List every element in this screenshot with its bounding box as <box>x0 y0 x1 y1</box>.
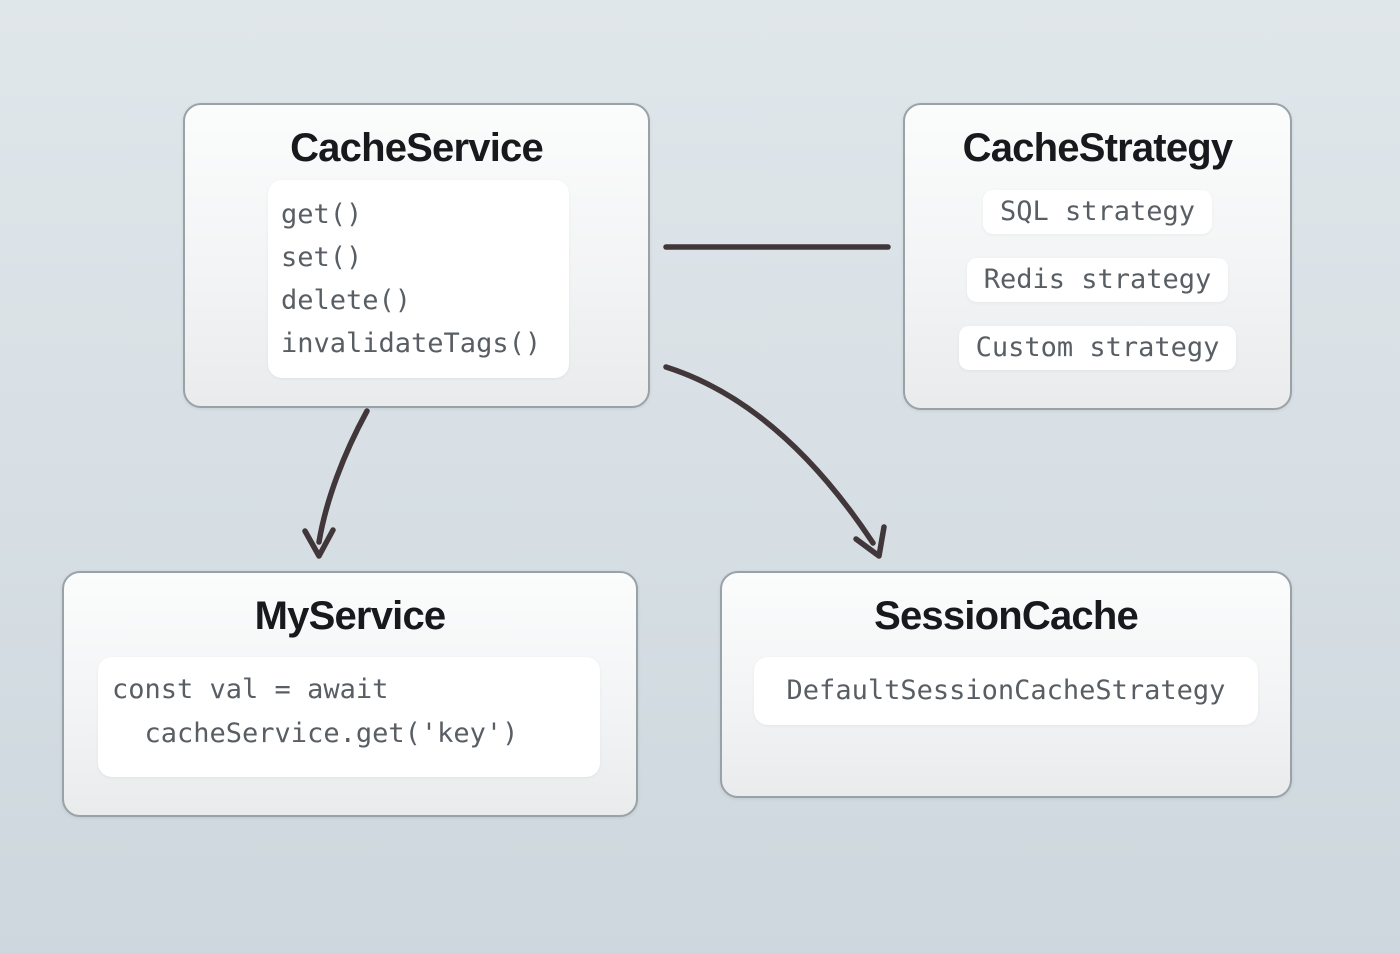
code-line-2: cacheService.get('key') <box>112 718 519 749</box>
pill-redis-strategy: Redis strategy <box>966 258 1229 302</box>
method-set: set() <box>281 242 363 273</box>
method-delete: delete() <box>281 285 412 316</box>
method-invalidate-tags: invalidateTags() <box>281 328 542 359</box>
node-session-cache: SessionCache DefaultSessionCacheStrategy <box>720 571 1292 798</box>
arrowhead-myservice-icon <box>302 527 336 559</box>
node-my-service: MyService const val = await cacheService… <box>62 571 638 817</box>
default-session-cache-strategy-label: DefaultSessionCacheStrategy <box>786 675 1226 706</box>
my-service-title: MyService <box>254 594 447 638</box>
method-get: get() <box>281 199 363 230</box>
pill-sql-strategy: SQL strategy <box>982 190 1213 234</box>
cache-strategy-title: CacheStrategy <box>962 126 1234 170</box>
cache-service-title: CacheService <box>290 126 544 170</box>
code-line-1: const val = await <box>112 674 389 705</box>
session-cache-strategy-panel: DefaultSessionCacheStrategy <box>754 657 1258 725</box>
cache-service-methods-panel: get() set() delete() invalidateTags() <box>268 180 569 378</box>
arrow-cacheservice-sessioncache <box>663 364 876 546</box>
pill-custom-strategy: Custom strategy <box>958 326 1237 370</box>
session-cache-title: SessionCache <box>874 594 1139 638</box>
arrowhead-sessioncache-icon <box>853 524 887 559</box>
arrow-cacheservice-myservice <box>316 408 370 545</box>
my-service-code-panel: const val = await cacheService.get('key'… <box>98 657 600 777</box>
node-cache-service: CacheService get() set() delete() invali… <box>183 103 650 408</box>
strategy-pill-stack: SQL strategy Redis strategy Custom strat… <box>905 190 1290 370</box>
node-cache-strategy: CacheStrategy SQL strategy Redis strateg… <box>903 103 1292 410</box>
